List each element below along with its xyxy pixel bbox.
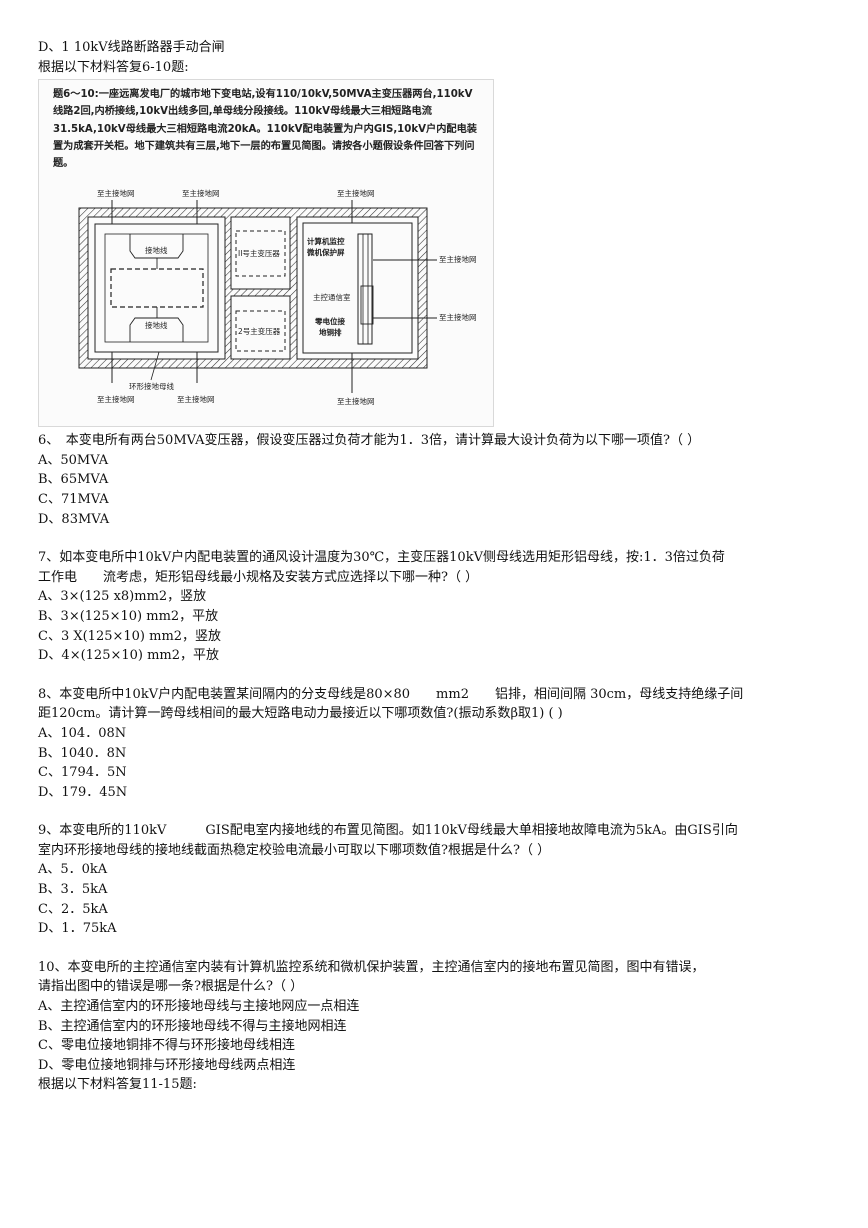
q10-stem-2: 请指出图中的错误是哪一条?根据是什么?（ ） bbox=[38, 979, 304, 995]
ground-line-bottom bbox=[129, 317, 184, 343]
substation-layout-diagram: 至主接地网 至主接地网 至主接地网 接地线 接地线 II号主变压器 2号主变压器… bbox=[78, 188, 477, 406]
figure-caption: 题6～10:一座远离发电厂的城市地下变电站,设有110/10kV,50MVA主变… bbox=[53, 89, 477, 169]
label-to-ground-6: 至主接地网 bbox=[97, 394, 135, 404]
q7-option-d: D、4×(125×10) mm2，平放 bbox=[38, 648, 220, 664]
label-to-ground-5: 至主接地网 bbox=[439, 312, 477, 322]
label-transformer-1: 2号主变压器 bbox=[238, 326, 281, 336]
q10-option-b: B、主控通信室内的环形接地母线不得与主接地网相连 bbox=[38, 1018, 347, 1034]
q8-option-d: D、179．45N bbox=[38, 784, 128, 800]
label-zero-potential-1: 零电位接 bbox=[314, 316, 345, 326]
q6-option-d: D、83MVA bbox=[38, 511, 110, 527]
substation-figure: 题6～10:一座远离发电厂的城市地下变电站,设有110/10kV,50MVA主变… bbox=[38, 79, 494, 428]
diagram-stroke bbox=[150, 352, 160, 381]
transformer-top-box bbox=[235, 230, 286, 277]
question-10: 10、本变电所的主控通信室内装有计算机监控系统和微机保护装置，主控通信室内的接地… bbox=[38, 958, 828, 1095]
q7-option-a: A、3×(125 x8)mm2，竖放 bbox=[38, 589, 207, 605]
q8-stem-1: 8、本变电所中10kV户内配电装置某间隔内的分支母线是80×80 mm2 铝排，… bbox=[38, 686, 744, 702]
q10-stem-1: 10、本变电所的主控通信室内装有计算机监控系统和微机保护装置，主控通信室内的接地… bbox=[38, 959, 705, 975]
q10-option-c: C、零电位接地铜排不得与环形接地母线相连 bbox=[38, 1038, 295, 1054]
control-ring-bus bbox=[302, 222, 413, 354]
label-transformer-2: II号主变压器 bbox=[238, 248, 280, 258]
q9-stem-1: 9、本变电所的110kV GIS配电室内接地线的布置见简图。如110kV母线最大… bbox=[38, 823, 738, 839]
q6-option-a: A、50MVA bbox=[38, 452, 109, 468]
q9-option-c: C、2．5kA bbox=[38, 901, 108, 917]
q8-stem-2: 距120cm。请计算一跨母线相间的最大短路电动力最接近以下哪项数值?(振动系数β… bbox=[38, 706, 563, 722]
gis-room bbox=[87, 216, 226, 360]
label-to-ground-2: 至主接地网 bbox=[182, 188, 220, 198]
q7-stem-2: 工作电 流考虑，矩形铝母线最小规格及安装方式应选择以下哪一种?（ ） bbox=[38, 569, 479, 585]
transformer-room-top bbox=[230, 216, 291, 290]
q8-option-a: A、104．08N bbox=[38, 725, 127, 741]
label-to-ground-7: 至主接地网 bbox=[177, 394, 215, 404]
label-ground-line-bottom: 接地线 bbox=[145, 320, 168, 330]
label-to-ground-4: 至主接地网 bbox=[439, 254, 477, 264]
material-intro-11-15: 根据以下材料答复11-15题: bbox=[38, 1077, 197, 1093]
ground-line-top bbox=[129, 234, 184, 259]
prev-option-d: D、1 10kV线路断路器手动合闸 bbox=[38, 40, 225, 55]
question-8: 8、本变电所中10kV户内配电装置某间隔内的分支母线是80×80 mm2 铝排，… bbox=[38, 685, 828, 803]
label-zero-potential-2: 地铜排 bbox=[319, 327, 342, 337]
q9-option-a: A、5．0kA bbox=[38, 862, 108, 878]
q6-stem: 6、 本变电所有两台50MVA变压器，假设变压器过负荷才能为1．3倍，请计算最大… bbox=[38, 433, 701, 449]
question-6: 6、 本变电所有两台50MVA变压器，假设变压器过负荷才能为1．3倍，请计算最大… bbox=[38, 431, 828, 529]
q9-option-d: D、1．75kA bbox=[38, 921, 117, 937]
q9-option-b: B、3．5kA bbox=[38, 882, 108, 898]
q8-option-c: C、1794．5N bbox=[38, 765, 127, 781]
zero-potential-bar bbox=[360, 285, 374, 325]
q6-option-b: B、65MVA bbox=[38, 472, 109, 488]
q9-stem-2: 室内环形接地母线的接地线截面热稳定校验电流最小可取以下哪项数值?根据是什么?（ … bbox=[38, 842, 551, 858]
material-intro-6-10: 根据以下材料答复6-10题: bbox=[38, 59, 189, 75]
gis-ring-bus bbox=[94, 223, 219, 353]
q7-option-b: B、3×(125×10) mm2，平放 bbox=[38, 608, 219, 624]
label-ring-ground-bus: 环形接地母线 bbox=[129, 381, 174, 391]
label-comm-room: 主控通信室 bbox=[313, 292, 351, 302]
label-to-ground-1: 至主接地网 bbox=[97, 188, 135, 198]
protection-panel bbox=[357, 233, 373, 345]
question-7: 7、如本变电所中10kV户内配电装置的通风设计温度为30℃，主变压器10kV侧母… bbox=[38, 548, 828, 666]
label-computer-monitor: 计算机监控 bbox=[307, 236, 345, 246]
transformer-room-bottom bbox=[230, 295, 291, 360]
label-ground-line-top: 接地线 bbox=[145, 245, 168, 255]
q10-option-d: D、零电位接地铜排与环形接地母线两点相连 bbox=[38, 1057, 296, 1073]
label-to-ground-8: 至主接地网 bbox=[337, 396, 375, 406]
label-to-ground-3: 至主接地网 bbox=[337, 188, 375, 198]
q7-stem-1: 7、如本变电所中10kV户内配电装置的通风设计温度为30℃，主变压器10kV侧母… bbox=[38, 550, 725, 566]
document-page: D、1 10kV线路断路器手动合闸 根据以下材料答复6-10题: 题6～10:一… bbox=[38, 38, 828, 1095]
q8-option-b: B、1040．8N bbox=[38, 745, 127, 761]
gis-inner-frame bbox=[104, 233, 209, 343]
q10-option-a: A、主控通信室内的环形接地母线与主接地网应一点相连 bbox=[38, 999, 360, 1015]
question-9: 9、本变电所的110kV GIS配电室内接地线的布置见简图。如110kV母线最大… bbox=[38, 821, 828, 939]
q6-option-c: C、71MVA bbox=[38, 491, 109, 507]
label-micro-protection: 微机保护屏 bbox=[306, 247, 345, 257]
transformer-bottom-box bbox=[235, 310, 286, 352]
q7-option-c: C、3 X(125×10) mm2，竖放 bbox=[38, 628, 222, 644]
